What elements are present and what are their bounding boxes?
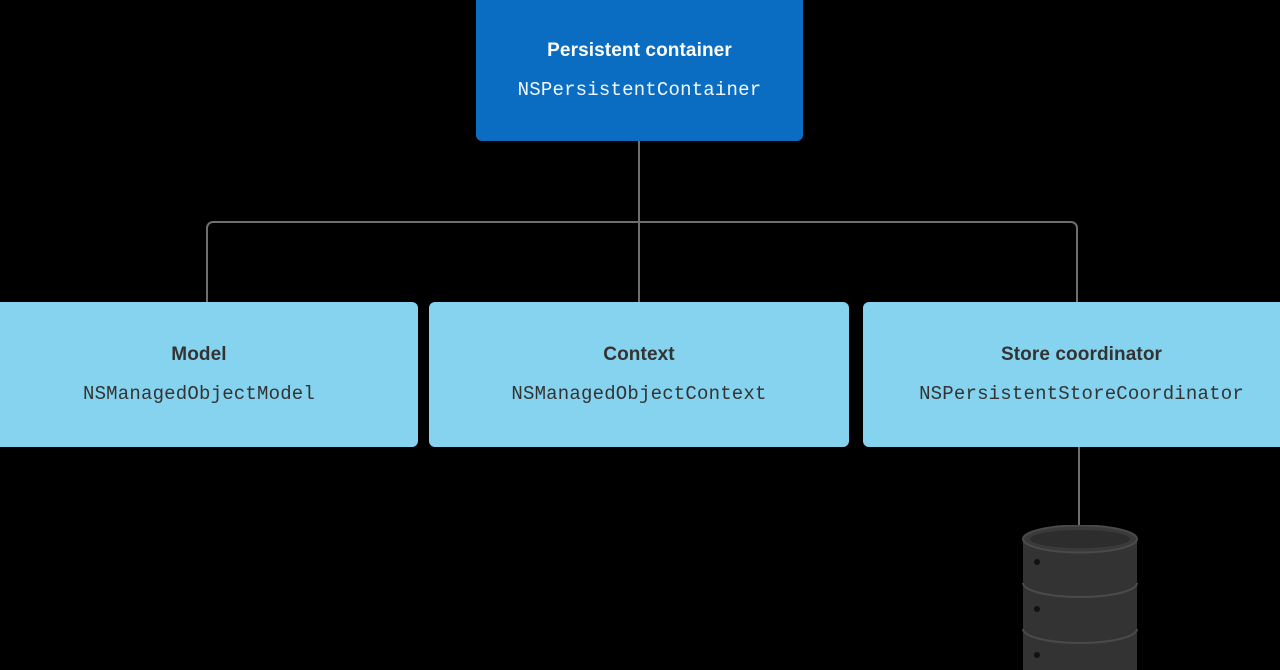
database-cylinder-icon xyxy=(1022,525,1138,670)
node-store-coordinator[interactable]: Store coordinator NSPersistentStoreCoord… xyxy=(863,302,1280,447)
connector-store-to-database xyxy=(1078,447,1080,531)
node-persistent-container[interactable]: Persistent container NSPersistentContain… xyxy=(476,0,803,141)
node-model-subtitle: NSManagedObjectModel xyxy=(82,382,316,405)
node-context-subtitle: NSManagedObjectContext xyxy=(511,382,767,405)
node-context[interactable]: Context NSManagedObjectContext xyxy=(429,302,849,447)
node-model[interactable]: Model NSManagedObjectModel xyxy=(0,302,418,447)
node-context-title: Context xyxy=(603,343,675,365)
connector-bus xyxy=(206,221,1078,302)
node-persistent-container-title: Persistent container xyxy=(547,39,732,61)
node-store-coordinator-subtitle: NSPersistentStoreCoordinator xyxy=(919,382,1244,405)
node-persistent-container-subtitle: NSPersistentContainer xyxy=(517,78,762,101)
node-store-coordinator-title: Store coordinator xyxy=(1000,343,1163,365)
node-model-title: Model xyxy=(171,343,227,365)
